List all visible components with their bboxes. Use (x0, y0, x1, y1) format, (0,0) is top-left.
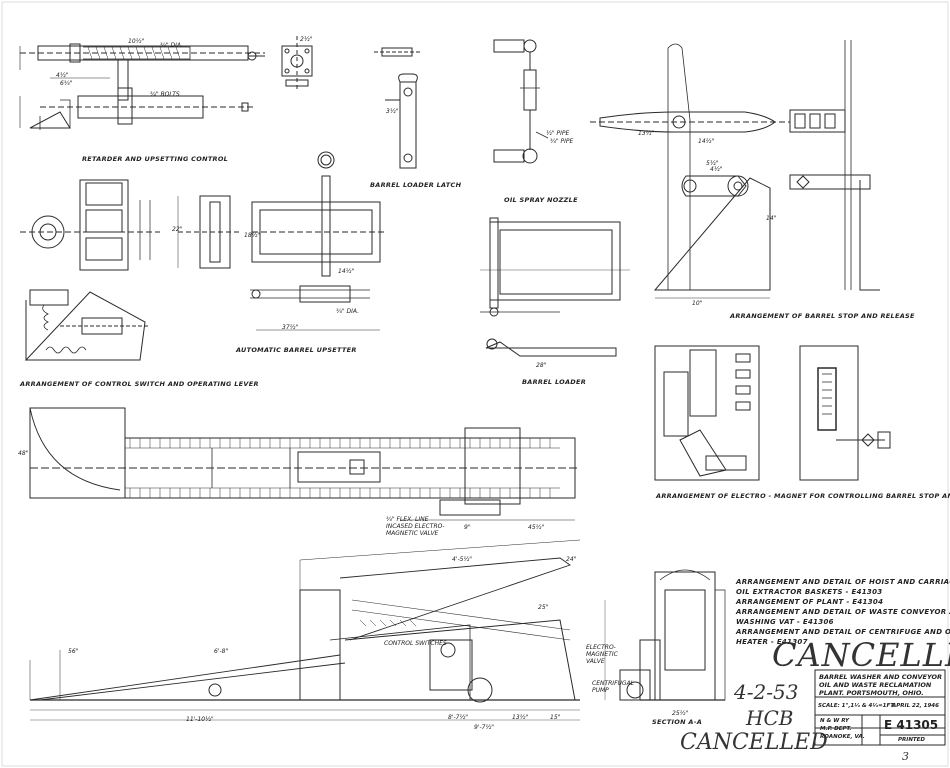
dimension-label: 8'-7½" (448, 714, 469, 721)
dimension-label: 25½" (672, 710, 689, 717)
note-line: ARRANGEMENT OF PLANT - E41304 (736, 598, 884, 606)
caption-section-aa: SECTION A-A (652, 718, 703, 726)
flange-plate-drawing (281, 36, 313, 90)
dimension-label: 14½" (698, 138, 715, 145)
dimension-label: ½" PIPE (546, 130, 570, 137)
dimension-label: 3½" (386, 108, 399, 115)
stop-release-drawing (590, 40, 880, 299)
caption-nozzle: OIL SPRAY NOZZLE (504, 196, 578, 204)
caption-latch: BARREL LOADER LATCH (370, 181, 462, 189)
dimension-label: 56" (68, 648, 79, 655)
dimension-label: 15" (550, 714, 561, 721)
caption-electro-magnet: ARRANGEMENT OF ELECTRO - MAGNET FOR CONT… (656, 492, 950, 500)
location-label: ROANOKE, VA. (820, 734, 865, 740)
note-line: WASHING VAT - E41306 (736, 618, 834, 626)
dimension-label: 14½" (338, 268, 355, 275)
note-line: OIL EXTRACTOR BASKETS - E41303 (736, 588, 883, 596)
dimension-label: 10" (692, 300, 703, 307)
note-line: ARRANGEMENT AND DETAIL OF HOIST AND CARR… (736, 578, 950, 586)
dimension-label: ¾" DIA. (160, 42, 183, 49)
dimension-label: 4½" (710, 166, 723, 173)
dimension-label: 22" (172, 226, 183, 233)
dimension-label: 18½" (244, 232, 261, 239)
dimension-label: 13½" (512, 714, 529, 721)
caption-retarder: RETARDER AND UPSETTING CONTROL (82, 155, 229, 163)
title-line-3: PLANT. PORTSMOUTH, OHIO. (819, 689, 924, 697)
callout-control-switches: CONTROL SWITCHES (384, 640, 447, 647)
printed-label: PRINTED (898, 737, 925, 743)
nozzle-drawing (493, 39, 549, 164)
drawing-number: E 41305 (884, 718, 939, 732)
callout-conduit: ¾" FLEX. LINE INCASED ELECTRO-MAGNETIC V… (386, 516, 445, 537)
dimension-label: 5½" (706, 160, 719, 167)
handwritten-date: 4-2-53 (734, 680, 799, 704)
dimension-label: 28" (536, 362, 547, 369)
railway-label: N & W RY (820, 718, 849, 724)
dimension-label: 4½" (56, 72, 69, 79)
latch-drawing (374, 47, 420, 169)
side-elevation-drawing (29, 539, 581, 721)
dimension-label: 4'-5½" (452, 556, 473, 563)
cancelled-stamp-large: CANCELLED (772, 636, 950, 674)
title-block-lines (814, 669, 946, 746)
dimension-label: 48" (18, 450, 29, 457)
loader-drawing (480, 217, 630, 357)
dimension-label: 14" (766, 215, 777, 222)
note-line: HEATER - E41307 (736, 638, 808, 646)
dimension-label: 2½" (300, 36, 313, 43)
caption-upsetter: AUTOMATIC BARREL UPSETTER (236, 346, 357, 354)
dimension-label: 25" (538, 604, 549, 611)
dimension-label: ¾" BOLTS (150, 91, 180, 98)
callout-pump: CENTRIFUGAL PUMP (592, 680, 635, 694)
cancelled-stamp-small: CANCELLED (680, 730, 828, 755)
note-line: ARRANGEMENT AND DETAIL OF WASTE CONVEYOR… (736, 608, 950, 616)
note-line: ARRANGEMENT AND DETAIL OF CENTRIFUGE AND… (736, 628, 950, 636)
dimension-label: 6'-8" (214, 648, 229, 655)
department-label: M.P. DEPT. (820, 726, 852, 732)
dimension-label: 9'-7½" (474, 724, 495, 731)
dimension-label: 37½" (282, 324, 299, 331)
date-label: APRIL 22, 1946 (892, 703, 939, 709)
retarder-drawing (19, 43, 265, 130)
reference-notes: ARRANGEMENT AND DETAIL OF HOIST AND CARR… (736, 577, 950, 647)
caption-loader: BARREL LOADER (522, 378, 587, 386)
callout-pipe: ¾" PIPE (550, 138, 574, 145)
callout-em-valve: ELECTRO-MAGNETIC VALVE (586, 644, 618, 665)
dimension-label: 45½" (528, 524, 545, 531)
title-line-1: BARREL WASHER AND CONVEYOR (819, 673, 942, 681)
dimension-label: 11'-10½" (186, 716, 214, 723)
conveyor-drawing (29, 407, 580, 521)
caption-control-switch: ARRANGEMENT OF CONTROL SWITCH AND OPERAT… (20, 380, 259, 388)
control-switch-drawing (20, 179, 160, 361)
dimension-label: ¾" DIA. (336, 308, 359, 315)
title-line-2: OIL AND WASTE RECLAMATION (819, 681, 932, 689)
handwritten-initials: HCB (746, 706, 794, 730)
dimension-label: 6¾" (60, 80, 73, 87)
scale-label: SCALE: 1",1½ & 4½=1FT. (818, 703, 896, 709)
dimension-label: 13½" (638, 130, 655, 137)
dimension-label: 24" (566, 556, 577, 563)
sheet-mark: 3 (902, 750, 909, 763)
caption-stop-release: ARRANGEMENT OF BARREL STOP AND RELEASE (730, 312, 915, 320)
section-aa-drawing (604, 569, 726, 701)
electro-magnet-drawing (654, 345, 891, 481)
dimension-label: 10½" (128, 38, 145, 45)
upsetter-drawing (177, 151, 385, 331)
dimension-label: 9" (464, 524, 471, 531)
